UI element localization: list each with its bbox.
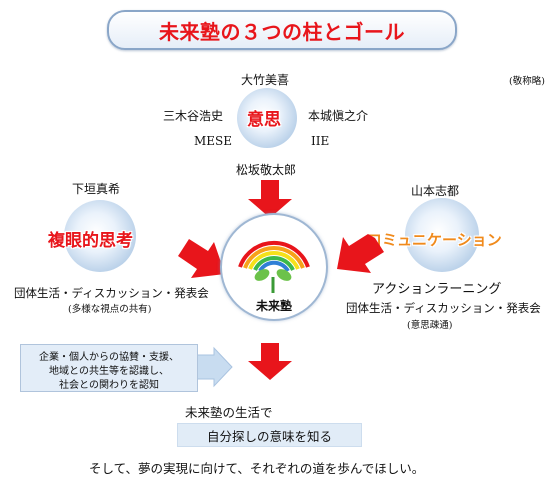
- will-name-right: 本城愼之介: [308, 109, 369, 123]
- multi-perspective-name: 下垣真希: [72, 182, 121, 196]
- arrow-left-right: [337, 234, 384, 273]
- communication-activity: 団体生活・ディスカッション・発表会: [346, 301, 541, 315]
- goal-lead: 未来塾の生活で: [185, 405, 273, 420]
- multi-perspective-sub: (多様な視点の共有): [68, 304, 152, 315]
- multi-perspective-activity: 団体生活・ディスカッション・発表会: [14, 286, 209, 300]
- communication-method: アクションラーニング: [372, 282, 502, 297]
- will-name-bottom: 松坂敬太郎: [236, 163, 297, 177]
- logo-text: 未来塾: [255, 299, 292, 313]
- communication-bubble: [405, 198, 479, 272]
- page-title: 未来塾の３つの柱とゴール: [159, 19, 405, 44]
- communication-name: 山本志都: [411, 184, 460, 198]
- support-note-line-2: 地域との共生等を認識し、: [49, 366, 169, 377]
- arrow-down-bottom: [248, 343, 292, 380]
- will-name-left: 三木谷浩史: [163, 109, 224, 123]
- honorific-note: (敬称略): [509, 76, 545, 87]
- goal-closing: そして、夢の実現に向けて、それぞれの道を歩んでほしい。: [89, 461, 425, 476]
- will-org-mese: MESE: [194, 134, 233, 148]
- multi-perspective-bubble: [64, 200, 136, 272]
- center-logo: 未来塾: [220, 213, 328, 321]
- arrow-support: [195, 346, 233, 388]
- multi-perspective-label: 複眼的思考: [48, 231, 133, 251]
- support-note-line-1: 企業・個人からの協賛・支援、: [39, 352, 179, 363]
- goal-band: 自分探しの意味を知る: [177, 423, 362, 447]
- will-bubble: [237, 88, 297, 148]
- will-label: 意思: [247, 110, 281, 130]
- arrow-right-left: [178, 239, 225, 278]
- communication-sub: (意思疎通): [407, 320, 453, 331]
- communication-label: コミュニケーション: [367, 231, 502, 249]
- will-org-iie: IIE: [311, 134, 330, 148]
- goal-band-text: 自分探しの意味を知る: [206, 428, 332, 444]
- support-note-line-3: 社会との関わりを認知: [59, 380, 159, 391]
- title-banner: 未来塾の３つの柱とゴール: [107, 10, 457, 50]
- support-note-box: 企業・個人からの協賛・支援、 地域との共生等を認識し、 社会との関わりを認知: [20, 344, 198, 392]
- will-name-top: 大竹美喜: [241, 73, 290, 87]
- arrow-down-top: [248, 180, 292, 218]
- logo-mark-icon: [238, 240, 310, 293]
